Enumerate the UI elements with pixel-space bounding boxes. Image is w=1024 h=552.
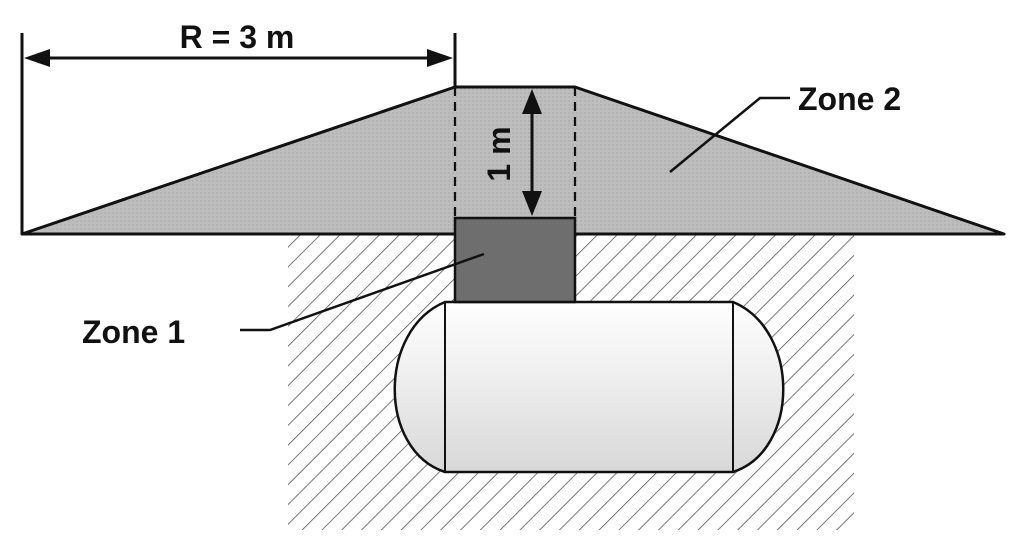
radius-label: R = 3 m [180,19,295,55]
radius-arrowhead-right [427,49,453,67]
zone2-leader-line [669,96,790,173]
zone1-label: Zone 1 [82,314,185,350]
height-label: 1 m [481,126,517,181]
zone1-leader-line [240,252,485,332]
radius-arrowhead-left [24,49,50,67]
zone2-label: Zone 2 [798,81,901,117]
height-arrowhead-bottom [522,191,542,216]
zone1-area [453,216,577,304]
tank-body [393,300,785,474]
height-arrowhead-top [522,89,542,114]
